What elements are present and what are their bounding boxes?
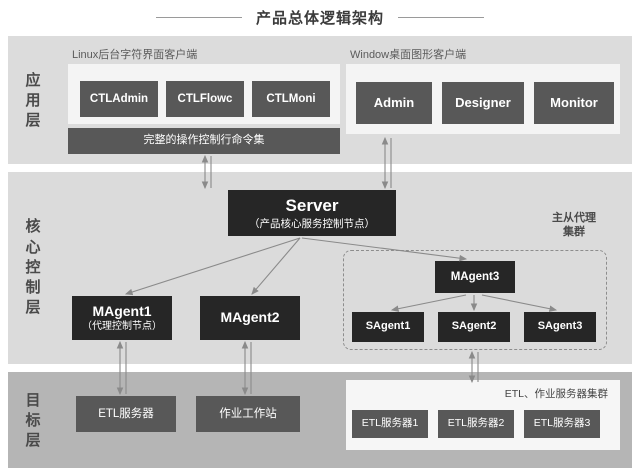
- etl-cluster-label: ETL、作业服务器集群: [504, 388, 608, 400]
- node-sagent3[interactable]: SAgent3: [524, 312, 596, 342]
- node-title: CTLAdmin: [89, 92, 149, 105]
- node-etl-server-1[interactable]: ETL服务器1: [352, 410, 428, 438]
- layer-label-char: 层: [25, 432, 41, 450]
- node-title: SAgent2: [451, 320, 497, 333]
- node-title: SAgent1: [365, 320, 411, 333]
- layer-label-target: 目 标 层: [16, 386, 50, 456]
- node-title: MAgent1: [92, 302, 152, 319]
- node-title: Server: [285, 196, 339, 216]
- node-title: CTLMoni: [266, 92, 316, 105]
- node-command-set-bar[interactable]: 完整的操作控制行命令集: [68, 128, 340, 154]
- node-title: MAgent2: [220, 309, 280, 326]
- layer-label-char: 用: [25, 91, 41, 109]
- node-title: SAgent3: [537, 320, 583, 333]
- node-etl-server-3[interactable]: ETL服务器3: [524, 410, 600, 438]
- node-subtitle: （代理控制节点）: [82, 321, 162, 332]
- node-monitor[interactable]: Monitor: [534, 82, 614, 124]
- node-magent3[interactable]: MAgent3: [435, 261, 515, 293]
- linux-client-group-heading: Linux后台字符界面客户端: [72, 49, 198, 61]
- node-etl-server[interactable]: ETL服务器: [76, 396, 176, 432]
- node-title: 完整的操作控制行命令集: [143, 134, 265, 147]
- layer-label-char: 应: [25, 71, 41, 89]
- node-etl-server-2[interactable]: ETL服务器2: [438, 410, 514, 438]
- page-title: 产品总体逻辑架构: [255, 9, 384, 27]
- node-title: ETL服务器: [98, 407, 154, 420]
- layer-label-char: 心: [25, 238, 41, 256]
- node-ctlflowc[interactable]: CTLFlowc: [166, 81, 244, 117]
- node-title: 作业工作站: [219, 407, 277, 420]
- node-subtitle: （产品核心服务控制节点）: [249, 217, 375, 230]
- node-title: MAgent3: [450, 270, 500, 283]
- node-title: ETL服务器2: [447, 417, 505, 430]
- layer-label-char: 目: [25, 391, 41, 409]
- agent-cluster-boundary: [343, 250, 607, 350]
- node-title: Monitor: [550, 94, 598, 110]
- node-title: CTLFlowc: [177, 92, 233, 105]
- node-title: ETL服务器1: [361, 417, 419, 430]
- node-job-workstation[interactable]: 作业工作站: [196, 396, 300, 432]
- node-ctlmoni[interactable]: CTLMoni: [252, 81, 330, 117]
- layer-label-char: 制: [25, 279, 41, 297]
- cluster-note-master-slave: 主从代理集群: [552, 212, 596, 238]
- title-rule-right: [398, 16, 484, 18]
- diagram-title-bar: 产品总体逻辑架构: [0, 4, 640, 30]
- node-magent1[interactable]: MAgent1 （代理控制节点）: [72, 296, 172, 340]
- node-designer[interactable]: Designer: [442, 82, 524, 124]
- node-sagent1[interactable]: SAgent1: [352, 312, 424, 342]
- title-rule-left: [155, 16, 242, 18]
- node-sagent2[interactable]: SAgent2: [438, 312, 510, 342]
- layer-label-application: 应 用 层: [16, 56, 50, 146]
- layer-label-char: 控: [25, 258, 41, 276]
- node-title: Designer: [455, 94, 511, 110]
- node-magent2[interactable]: MAgent2: [200, 296, 300, 340]
- windows-client-group-heading: Window桌面图形客户端: [350, 49, 467, 61]
- node-ctladmin[interactable]: CTLAdmin: [80, 81, 158, 117]
- layer-label-char: 标: [25, 411, 41, 429]
- node-title: ETL服务器3: [533, 417, 591, 430]
- node-title: Admin: [373, 94, 415, 110]
- layer-label-char: 层: [25, 112, 41, 130]
- layer-label-char: 层: [25, 299, 41, 317]
- node-admin[interactable]: Admin: [356, 82, 432, 124]
- node-server[interactable]: Server （产品核心服务控制节点）: [228, 190, 396, 236]
- layer-label-char: 核: [25, 218, 41, 236]
- layer-label-core-control: 核 心 控 制 层: [16, 186, 50, 350]
